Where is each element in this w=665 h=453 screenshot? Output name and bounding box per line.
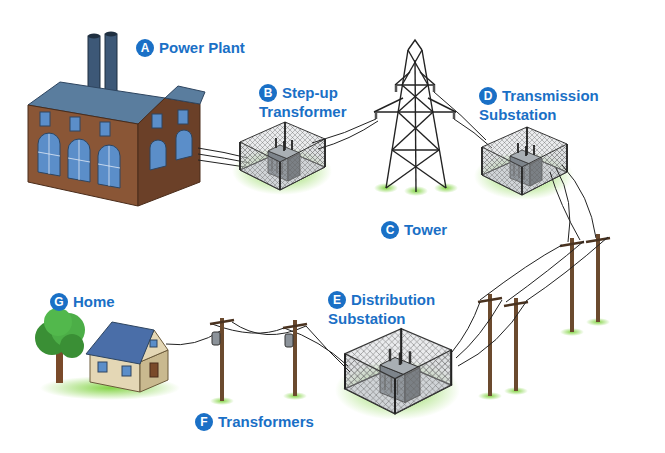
- utility-poles: [478, 234, 610, 400]
- part-name: Transmission Substation: [479, 87, 599, 123]
- power-wires: [312, 92, 492, 149]
- callout-letter: D: [479, 87, 497, 105]
- callout-letter: A: [136, 39, 154, 57]
- part-name: Transformers: [218, 413, 314, 430]
- pole-transformers: [210, 318, 307, 405]
- callout-label: F Transformers: [195, 412, 314, 431]
- home: [35, 308, 180, 400]
- callout-label: A Power Plant: [136, 38, 245, 57]
- power-wires: [166, 322, 350, 372]
- callout-letter: F: [195, 413, 213, 431]
- part-name: Home: [73, 293, 115, 310]
- part-name: Tower: [404, 221, 447, 238]
- callout-label: DTransmission Substation: [479, 86, 614, 124]
- callout-label: G Home: [50, 292, 115, 311]
- power-plant: [28, 32, 205, 207]
- transmission-tower: [374, 40, 458, 196]
- step-up-transformer: [232, 122, 332, 195]
- callout-letter: G: [50, 293, 68, 311]
- callout-label: C Tower: [381, 220, 447, 239]
- callout-label: EDistribution Substation: [328, 290, 458, 328]
- distribution-substation: [335, 329, 460, 420]
- power-wires: [550, 165, 596, 242]
- power-wires: [452, 237, 608, 366]
- callout-letter: E: [328, 291, 346, 309]
- callout-letter: B: [259, 84, 277, 102]
- transmission-substation: [474, 127, 574, 200]
- callout-label: BStep-up Transformer: [259, 83, 369, 121]
- part-name: Power Plant: [159, 39, 245, 56]
- callout-letter: C: [381, 221, 399, 239]
